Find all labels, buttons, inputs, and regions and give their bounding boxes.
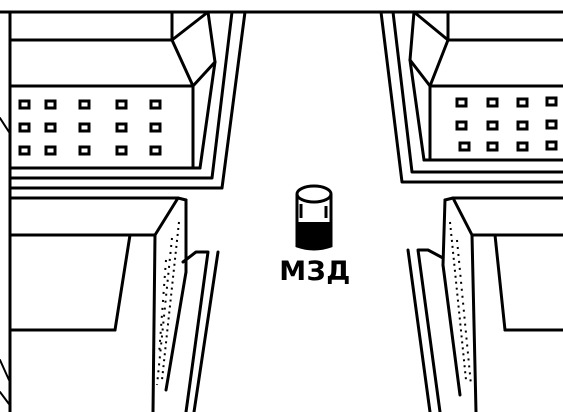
- building-bottom-right: [406, 196, 563, 412]
- shading-bottom-left: [156, 221, 180, 386]
- shading-bottom-right: [449, 221, 472, 386]
- windows-top-right: [455, 96, 558, 152]
- building-top-left: [8, 10, 247, 190]
- marker-label: МЗД: [279, 256, 351, 287]
- building-bottom-left: [8, 196, 220, 412]
- cylinder-container-icon: [295, 184, 333, 251]
- left-frame: [0, 12, 12, 412]
- windows-top-left: [18, 99, 162, 156]
- building-top-right: [379, 10, 563, 184]
